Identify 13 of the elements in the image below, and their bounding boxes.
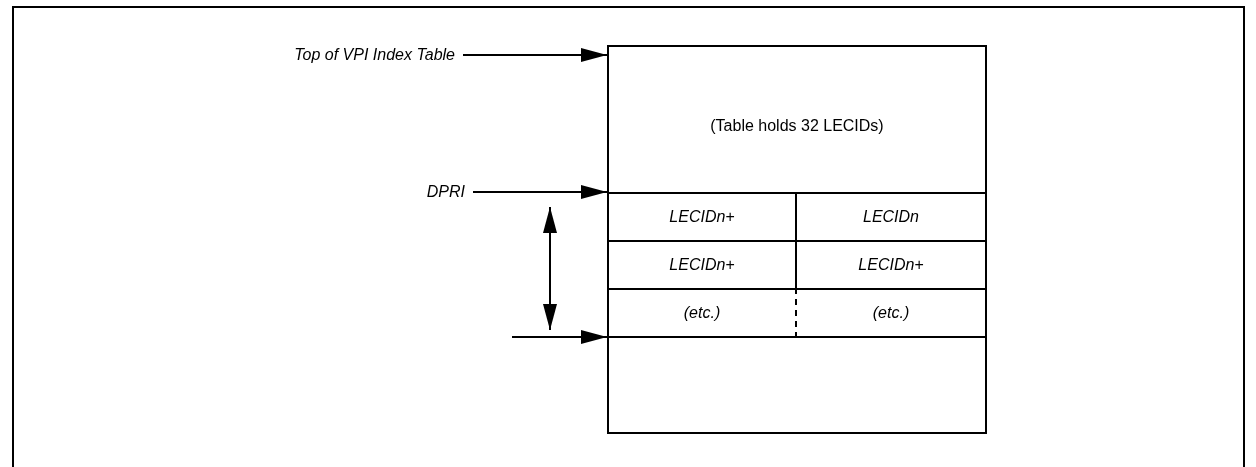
pointer-label: DPRI [426,183,465,201]
arrow [511,330,608,344]
table-cell: (etc.) [609,288,797,338]
pointer-label: Top of VPI Index Table [294,46,455,64]
table-cell: LECIDn+ [609,192,797,240]
table-cell: LECIDn+ [797,240,985,288]
arrow [462,48,608,62]
arrow [472,185,608,199]
table-cell: LECIDn+ [609,240,797,288]
table-cell: (etc.) [797,288,985,338]
table-note: (Table holds 32 LECIDs) [709,117,885,135]
table-box [607,45,987,434]
table-cell: LECIDn [797,192,985,240]
